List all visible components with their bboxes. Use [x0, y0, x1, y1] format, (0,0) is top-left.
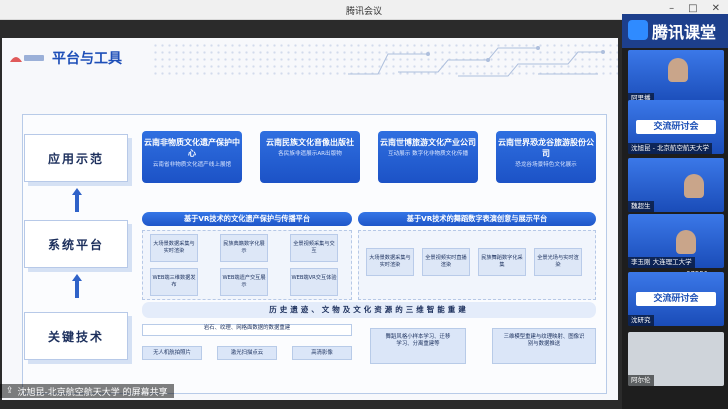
- participant-name: 魏超生: [628, 201, 654, 212]
- card-title: 云南世博旅游文化产业公司: [380, 138, 476, 147]
- window-controls: – □ ✕: [669, 3, 720, 14]
- participant-tile[interactable]: 阿里播: [628, 50, 724, 104]
- platform-item: 大场景数据采集与实时渲染: [366, 248, 414, 276]
- platform-item: 民族舞蹈数字化采集: [478, 248, 526, 276]
- card-desc: 云南省非物质文化遗产线上展馆: [152, 162, 232, 168]
- participant-name: 沈旭昆 - 北京航空航天大学: [628, 143, 712, 154]
- card-desc: 各民族非遗展示AR出版物: [278, 151, 342, 157]
- participant-tile[interactable]: 交流研讨会 沈旭昆 - 北京航空航天大学: [628, 100, 724, 154]
- brand-header: 腾讯课堂: [622, 14, 728, 48]
- participant-name: 阿尔伦: [628, 375, 654, 386]
- platform-bar-dance: 基于VR技术的舞蹈数字表演创意与展示平台: [358, 212, 596, 226]
- demo-card-dinosaur-valley: 云南世界恐龙谷旅游股份公司 恐龙谷场景特色文化展示: [496, 131, 596, 183]
- shared-screen-area: 平台与工具 应用示范 系统平台 关键技术 云南非物质文化: [0, 20, 622, 409]
- key-tech-source: 激光扫描点云: [217, 346, 277, 360]
- participant-tile[interactable]: 交流研讨会 沈研究: [628, 272, 724, 326]
- participant-tile[interactable]: 李玉刚 大连理工大学: [628, 214, 724, 268]
- platform-item: WEB端VR交互体验: [290, 268, 338, 296]
- screen-share-indicator: ⇪ 沈旭昆-北京航空航天大学 的屏幕共享: [0, 384, 174, 398]
- participant-name: 阿里播: [628, 93, 654, 104]
- card-desc: 恐龙谷场景特色文化展示: [515, 162, 577, 168]
- screen-share-text: 沈旭昆-北京航空航天大学 的屏幕共享: [17, 387, 168, 398]
- platform-item: 全景视频采集与交互: [290, 234, 338, 262]
- minimize-icon[interactable]: –: [669, 3, 675, 14]
- platform-item: 全景光场与实时渲染: [534, 248, 582, 276]
- screen-share-icon: ⇪: [6, 386, 14, 396]
- brand-name: 腾讯课堂: [652, 23, 717, 42]
- demo-card-intangible-heritage: 云南非物质文化遗产保护中心 云南省非物质文化遗产线上展馆: [142, 131, 242, 183]
- avatar: [668, 58, 688, 82]
- label-application: 应用示范: [24, 134, 128, 182]
- key-tech-source: 高清影像: [292, 346, 352, 360]
- key-tech-3d-modeling: 三维模型重建与纹理映射、图像识别与数据推送: [492, 328, 596, 364]
- banner-text: 交流研讨会: [636, 120, 716, 134]
- institution-logo-icon: [10, 55, 44, 62]
- platform-bar-heritage: 基于VR技术的文化遗产保护与传播平台: [142, 212, 352, 226]
- platform-item: 大场景数据采集与实时渲染: [150, 234, 198, 262]
- window-titlebar: 腾讯会议 – □ ✕: [0, 0, 728, 20]
- window-title: 腾讯会议: [345, 7, 382, 17]
- card-title: 云南世界恐龙谷旅游股份公司: [498, 138, 594, 158]
- arrow-up-icon: [72, 188, 82, 212]
- banner-text: 交流研讨会: [636, 292, 716, 306]
- presentation-slide: 平台与工具 应用示范 系统平台 关键技术 云南非物质文化: [2, 38, 618, 400]
- label-key-technology: 关键技术: [24, 312, 128, 360]
- platform-item: WEB端遗产交互展示: [220, 268, 268, 296]
- card-title: 云南民族文化音像出版社: [266, 138, 354, 147]
- circuit-decoration-icon: [348, 46, 605, 77]
- card-title: 云南非物质文化遗产保护中心: [144, 138, 240, 158]
- tencent-classroom-logo-icon: [628, 20, 648, 40]
- demo-card-audio-video-press: 云南民族文化音像出版社 各民族非遗展示AR出版物: [260, 131, 360, 183]
- key-tech-dance-learning: 舞蹈风格小样本学习、迁移学习、分离重建等: [370, 328, 466, 364]
- avatar: [684, 174, 704, 198]
- participant-name: 沈研究: [628, 315, 654, 326]
- key-tech-source: 无人机航拍照片: [142, 346, 202, 360]
- maximize-icon[interactable]: □: [688, 3, 698, 14]
- arrow-up-icon: [72, 274, 82, 298]
- key-tech-bar: 历史遗迹、文物及文化资源的三维智能重建: [142, 302, 596, 318]
- demo-card-expo-tourism: 云南世博旅游文化产业公司 互动展示 数字化非物质文化传播: [378, 131, 478, 183]
- slide-title: 平台与工具: [52, 51, 122, 67]
- participant-name: 李玉刚 大连理工大学: [628, 257, 695, 268]
- participant-tile[interactable]: 魏超生: [628, 158, 724, 212]
- key-tech-reconstruction: 岩石、纹理、网格面数据的数据重建: [142, 324, 352, 336]
- slide-header: 平台与工具: [2, 38, 618, 80]
- platform-item: 全景视频实时直播渲染: [422, 248, 470, 276]
- label-system-platform: 系统平台: [24, 220, 128, 268]
- participant-tile[interactable]: 阿尔伦: [628, 332, 724, 386]
- close-icon[interactable]: ✕: [711, 3, 720, 14]
- platform-item: 民族典籍数字化展示: [220, 234, 268, 262]
- avatar: [676, 230, 696, 254]
- card-desc: 互动展示 数字化非物质文化传播: [387, 151, 469, 157]
- platform-item: WEB端三维数据发布: [150, 268, 198, 296]
